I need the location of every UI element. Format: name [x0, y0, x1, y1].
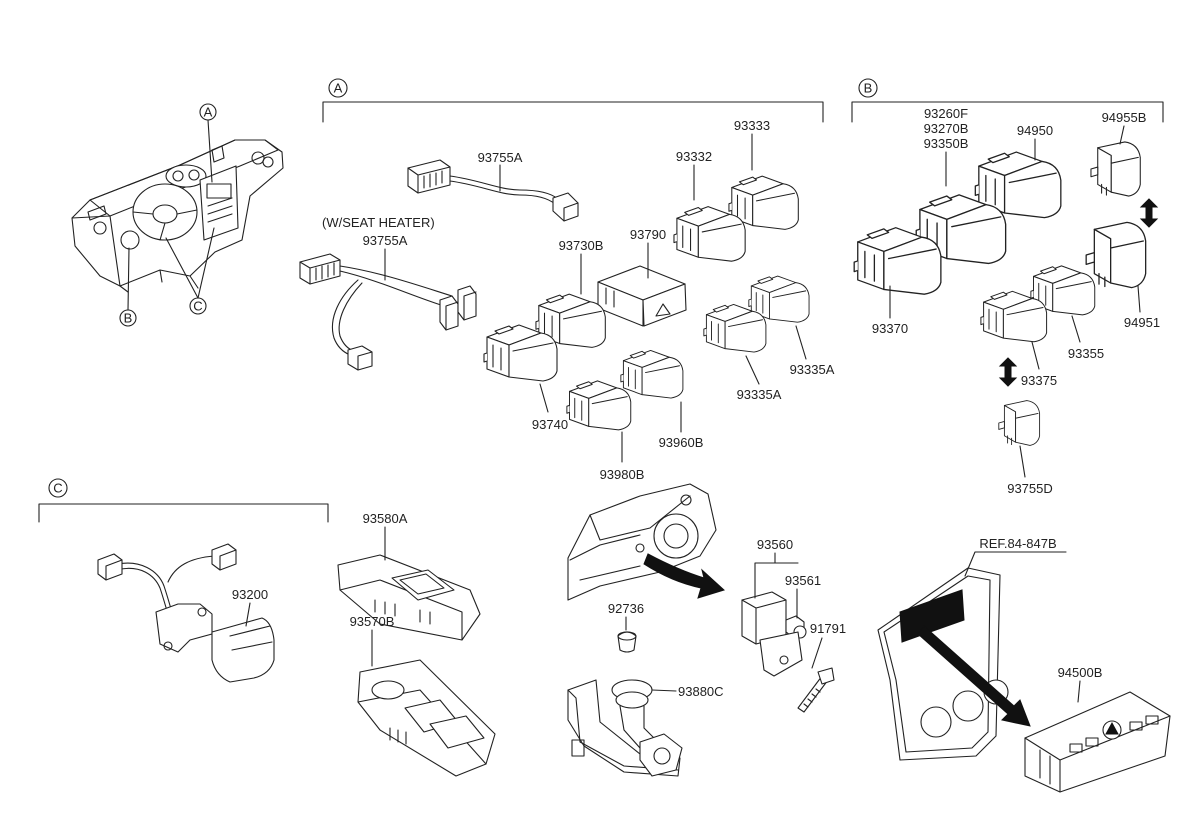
- socket-bracket-93880c: [567, 679, 683, 777]
- vehicle-rear-view: [567, 483, 725, 601]
- switch-93980b-label: 93980B: [600, 467, 645, 482]
- hazard-triangle-icon: [655, 303, 671, 317]
- section-c-marker: C: [53, 481, 62, 496]
- seat-heater-harness-93755a: [299, 253, 477, 371]
- seat-heater-harness-label: 93755A: [363, 233, 408, 248]
- window-switch-panel-93580a: [337, 554, 481, 641]
- callout-c-label: C: [193, 299, 202, 314]
- power-window-switch-label: 93570B: [350, 614, 395, 629]
- callout-b-circle: [119, 309, 137, 327]
- screw-91791: [797, 667, 835, 713]
- fascia-reference-label: REF.84-847B: [979, 536, 1056, 551]
- swap-arrow-icon: [998, 357, 1018, 387]
- switch-94950-label: 94950: [1017, 123, 1053, 138]
- section-a-bracket: A: [322, 78, 824, 123]
- screw-label: 91791: [810, 621, 846, 636]
- harness-93755a-label: 93755A: [478, 150, 523, 165]
- hazard-switch-label: 93790: [630, 227, 666, 242]
- dashboard-overview: [71, 139, 284, 293]
- grommet-label: 92736: [608, 601, 644, 616]
- swap-arrow-icon: [1139, 198, 1159, 228]
- hazard-triangle-icon: [1105, 721, 1119, 735]
- seat-heater-note: (W/SEAT HEATER): [322, 215, 435, 230]
- cap-94951-label: 94951: [1124, 315, 1160, 330]
- switch-93960b-label: 93960B: [659, 435, 704, 450]
- cap-94951: [1085, 221, 1147, 289]
- callout-c-circle: [189, 297, 207, 315]
- callout-a-circle: [199, 103, 217, 121]
- switch-93200-label: 93200: [232, 587, 268, 602]
- section-b-bracket: B: [851, 78, 1164, 123]
- socket-bracket-label: 93880C: [678, 684, 724, 699]
- cap-94955b-label: 94955B: [1102, 110, 1147, 125]
- switch-93333-label: 93333: [734, 118, 770, 133]
- switch-93740-label: 93740: [532, 417, 568, 432]
- cap-94955b: [1090, 141, 1141, 197]
- section-c-bracket: C: [38, 478, 329, 523]
- switch-93730b-label: 93730B: [559, 238, 604, 253]
- switch-group-label-1: 93260F: [924, 106, 968, 121]
- switch-93375-label: 93375: [1021, 373, 1057, 388]
- switch-93335a-upper-label: 93335A: [790, 362, 835, 377]
- switch-93332-label: 93332: [676, 149, 712, 164]
- switch-group-label-2: 93270B: [924, 121, 969, 136]
- callout-a-label: A: [204, 105, 213, 120]
- overview-callouts: A B C: [119, 103, 217, 327]
- door-switch-label: 93561: [785, 573, 821, 588]
- switch-93960b: [620, 349, 684, 399]
- hazard-switch-93790: [597, 265, 687, 327]
- window-switch-panel-label: 93580A: [363, 511, 408, 526]
- section-b-marker: B: [864, 81, 873, 96]
- switch-93370-label: 93370: [872, 321, 908, 336]
- center-fascia-panel: [877, 567, 1031, 761]
- grommet-92736: [617, 631, 637, 653]
- door-switch-assy-label: 93560: [757, 537, 793, 552]
- door-switch-93560: [741, 591, 807, 677]
- switch-93355-label: 93355: [1068, 346, 1104, 361]
- callout-b-label: B: [124, 311, 133, 326]
- power-window-switch-93570b: [357, 659, 496, 777]
- switch-93200: [97, 543, 275, 683]
- switch-93980b: [566, 380, 632, 431]
- switch-93335a-lower-label: 93335A: [737, 387, 782, 402]
- switch-group-label-3: 93350B: [924, 136, 969, 151]
- switch-module-label: 94500B: [1058, 665, 1103, 680]
- direction-arrow-icon: [643, 553, 725, 599]
- cap-93755d-label: 93755D: [1007, 481, 1053, 496]
- harness-93755a: [407, 159, 579, 222]
- switch-module-94500b: [1024, 691, 1171, 793]
- direction-arrow-icon: [917, 625, 1031, 727]
- cap-93755d: [998, 400, 1041, 446]
- section-a-marker: A: [334, 81, 343, 96]
